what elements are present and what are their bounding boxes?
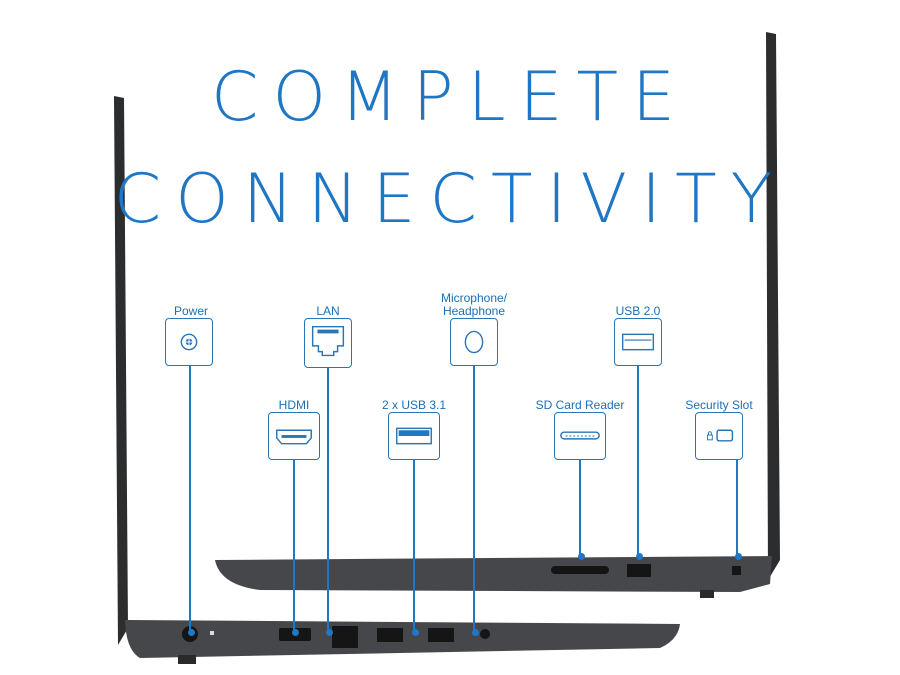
leader-dot [325,629,333,636]
security-label: Security Slot [685,398,753,412]
power-leader [189,366,191,632]
power-jack-icon [165,318,213,366]
leader-dot [291,629,299,636]
back-laptop-screen [766,32,780,580]
sd-label: SD Card Reader [535,398,625,412]
headline-line1: COMPLETE [210,58,690,137]
leader-dot [734,553,742,560]
usb-icon [614,318,662,366]
back-laptop-base [215,556,772,592]
hdmi-icon [268,412,320,460]
hdmi-label: HDMI [278,398,310,412]
power-label: Power [173,304,208,318]
sd-card-slot [551,566,609,574]
usb2-leader [637,366,639,556]
leader-dot [635,553,643,560]
security-slot [732,566,741,575]
leader-dot [471,629,479,636]
sd-card-icon [554,412,606,460]
sd-leader [579,460,581,556]
lan-port [332,626,358,648]
lan-label: LAN [316,304,340,318]
leader-dot [577,553,585,560]
lock-slot-icon [695,412,743,460]
audio-label: Microphone/ Headphone [440,291,508,318]
leader-dot [411,629,419,636]
ethernet-icon [304,318,352,368]
headline-line2: CONNECTIVITY [113,160,787,239]
lan-leader [327,368,329,632]
usb2-port [627,564,651,577]
usb3-icon [388,412,440,460]
audio-leader [473,366,475,632]
usb31-label: 2 x USB 3.1 [381,398,447,412]
usb31-port-2 [428,628,454,642]
hdmi-leader [293,460,295,632]
usb31-port-1 [377,628,403,642]
audio-jack-icon [450,318,498,366]
front-laptop-screen [114,96,128,645]
leader-dot [187,629,195,636]
audio-port [480,629,490,639]
security-leader [736,460,738,556]
usb2-label: USB 2.0 [615,304,661,318]
usb31-leader [413,460,415,632]
